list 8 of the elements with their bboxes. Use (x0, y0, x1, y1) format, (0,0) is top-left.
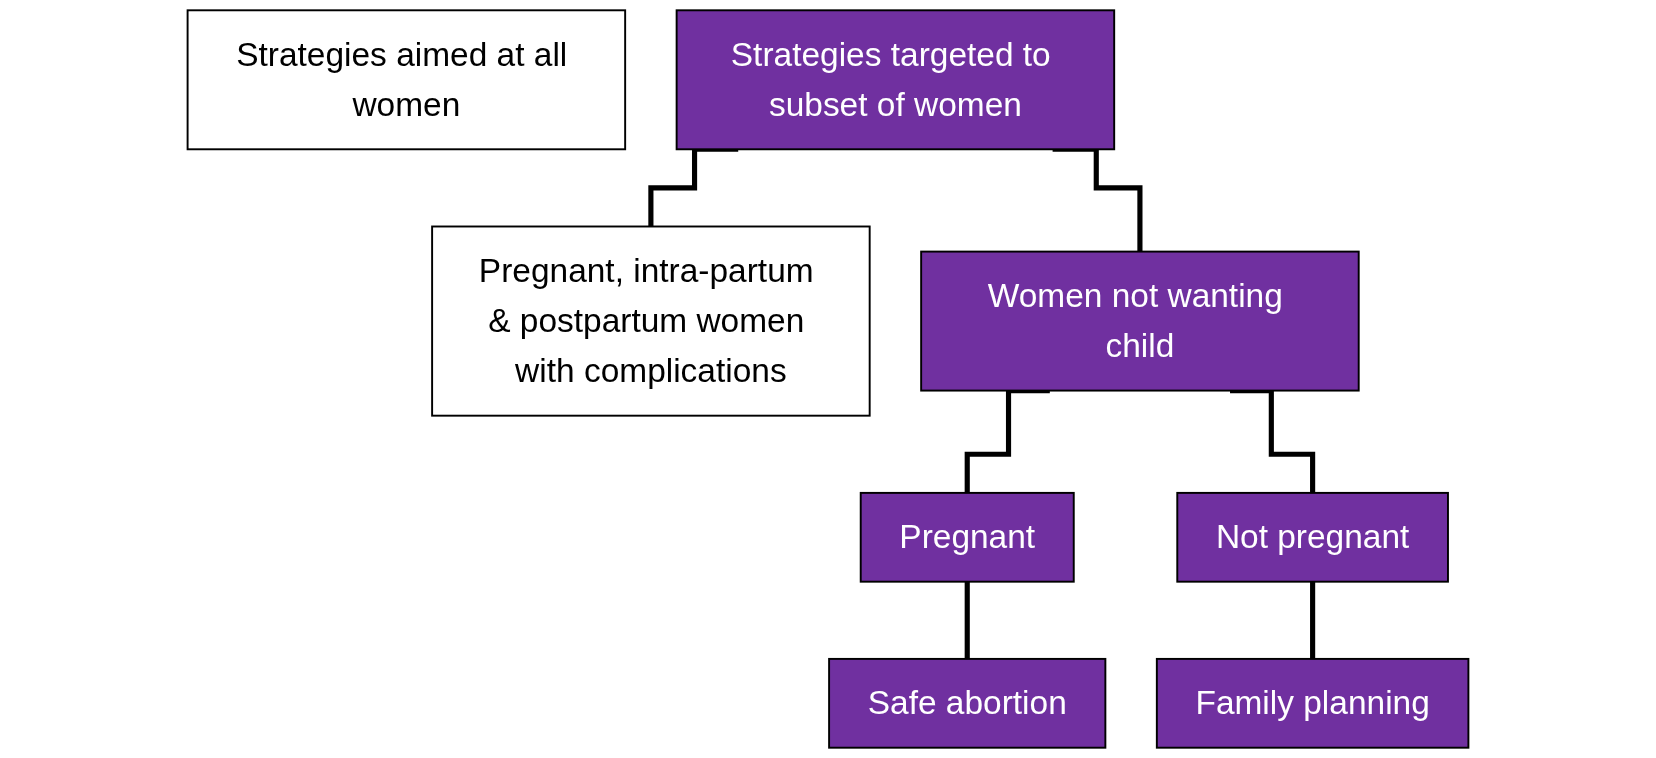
node-box: Family planning (1155, 657, 1470, 749)
node-box: Women not wanting child (920, 250, 1360, 392)
node-box: Pregnant, intra-partum & postpartum women with complications (431, 225, 871, 417)
node-box: Safe abortion (828, 657, 1107, 749)
node-box: Strategies targeted to subset of women (675, 9, 1116, 151)
node-box: Strategies aimed at all women (186, 9, 627, 151)
node-box: Not pregnant (1176, 491, 1449, 583)
node-box: Pregnant (859, 491, 1075, 583)
